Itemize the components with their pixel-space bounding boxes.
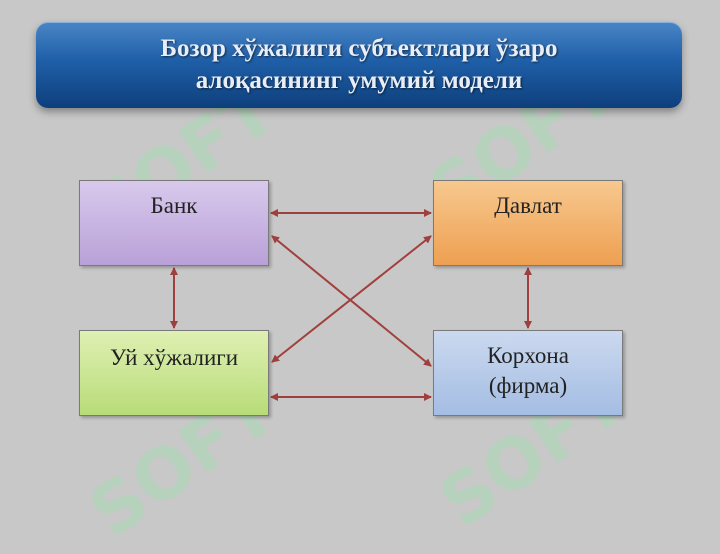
node-bank-label: Банк [150, 193, 198, 218]
node-firm-label-line-1: Корхона [487, 343, 569, 368]
connector-arrows [170, 209, 532, 401]
title-banner: Бозор хўжалиги субъектлари ўзаро алоқаси… [36, 22, 682, 108]
node-state-label: Давлат [494, 193, 562, 218]
arrow-household-state [271, 235, 432, 363]
node-household-label: Уй хўжалиги [109, 345, 239, 370]
node-state: Давлат [433, 180, 623, 266]
node-firm-label-line-2: (фирма) [488, 373, 568, 398]
slide-title: Бозор хўжалиги субъектлари ўзаро алоқаси… [161, 33, 558, 97]
slide-title-line-2: алоқасининг умумий модели [195, 67, 523, 94]
node-firm: Корхона (фирма) [433, 330, 623, 416]
node-household: Уй хўжалиги [79, 330, 269, 416]
slide-title-line-1: Бозор хўжалиги субъектлари ўзаро [160, 35, 558, 62]
node-bank: Банк [79, 180, 269, 266]
